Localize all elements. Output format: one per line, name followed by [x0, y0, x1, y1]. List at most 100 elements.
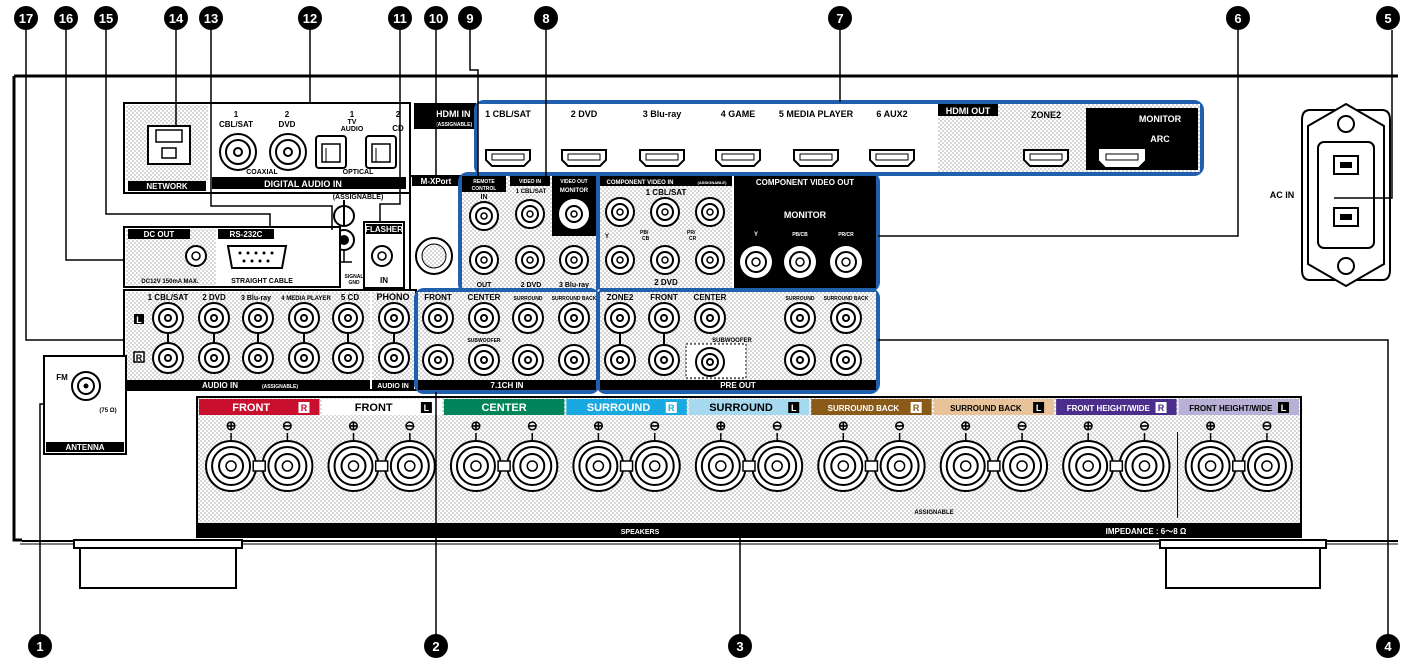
coax1-label: CBL/SAT: [219, 120, 253, 129]
svg-text:4: 4: [1384, 639, 1392, 654]
minus-sign: ⊖: [772, 418, 783, 433]
fm-label: FM: [56, 373, 68, 382]
component-in-1-pr[interactable]: [695, 197, 725, 227]
svg-text:3: 3: [736, 639, 743, 654]
speaker-terminal-3[interactable]: CENTER⊕⊖: [443, 399, 565, 492]
audio-in-1-label: 1 CBL/SAT: [148, 293, 189, 302]
hdmi-in-port-5[interactable]: [793, 149, 839, 167]
speakers-label: SPEAKERS: [621, 529, 660, 536]
video-in-3-jack[interactable]: [559, 245, 589, 275]
speaker-label-bg: [933, 399, 1055, 415]
speaker-label-bg: [1056, 399, 1177, 415]
component-out-y-label: Y: [754, 232, 758, 238]
fm-antenna-jack[interactable]: [71, 371, 101, 401]
component-in-2-label: 2 DVD: [654, 278, 678, 287]
component-in-1-y[interactable]: [605, 197, 635, 227]
component-in-cb-label: CB: [642, 236, 650, 242]
audio-in-r-marker: R: [136, 353, 143, 363]
hdmi-zone2-port[interactable]: [1023, 149, 1069, 167]
callout-1: 1: [28, 634, 52, 658]
video-out-monitor-jack[interactable]: [559, 199, 589, 229]
callout-14: 14: [164, 6, 188, 30]
pre-out-label: PRE OUT: [720, 381, 756, 390]
audio-in-jacks[interactable]: [152, 302, 410, 374]
flasher-label: FLASHER: [365, 225, 403, 234]
speaker-label: SURROUND BACK: [828, 404, 900, 413]
coaxial-jack-2[interactable]: [269, 133, 307, 171]
hdmi-in-port-4[interactable]: [715, 149, 761, 167]
digital-assignable: (ASSIGNABLE): [333, 194, 384, 201]
pre-out-surround-label: SURROUND: [786, 296, 815, 302]
gnd-label: GND: [348, 280, 360, 286]
side-marker: R: [301, 403, 308, 413]
ch71-in-jacks[interactable]: [422, 302, 590, 376]
minus-sign: ⊖: [1139, 418, 1150, 433]
component-in-1-pb[interactable]: [650, 197, 680, 227]
rs232c-cable-label: STRAIGHT CABLE: [231, 278, 293, 285]
component-in-pr-label: PR/: [687, 230, 696, 236]
component-in-cr-label: CR: [689, 236, 697, 242]
remote-out-jack[interactable]: [469, 245, 499, 275]
rs232c-port[interactable]: [226, 245, 288, 269]
remote-in-jack[interactable]: [469, 201, 499, 231]
side-marker-bg: [298, 402, 310, 413]
pre-out-jacks[interactable]: [604, 302, 862, 377]
svg-text:14: 14: [169, 11, 184, 26]
svg-text:12: 12: [303, 11, 317, 26]
component-in-2-y[interactable]: [605, 245, 635, 275]
hdmi-in-3-label: 3 Blu-ray: [643, 109, 682, 119]
remote-control-label: CONTROL: [472, 186, 497, 192]
hdmi-in-4-label: 4 GAME: [721, 109, 756, 119]
side-marker: R: [913, 403, 920, 413]
video-in-1-jack[interactable]: [515, 199, 545, 229]
component-in-2-pr[interactable]: [695, 245, 725, 275]
hdmi-in-port-3[interactable]: [639, 149, 685, 167]
component-in-2-pb[interactable]: [650, 245, 680, 275]
optical-jack-1[interactable]: [315, 135, 347, 169]
ch71-in-panel: 7.1CH IN FRONT CENTER SURROUND SURROUND …: [414, 288, 600, 394]
antenna-label: ANTENNA: [65, 443, 104, 452]
component-in-label: COMPONENT VIDEO IN: [606, 180, 673, 186]
coaxial-jack-1[interactable]: [219, 133, 257, 171]
opt1-num: 1: [350, 110, 355, 119]
hdmi-in-port-2[interactable]: [561, 149, 607, 167]
hdmi-in-port-6[interactable]: [869, 149, 915, 167]
speaker-label: FRONT HEIGHT/WIDE: [1067, 404, 1151, 413]
right-foot: [1159, 539, 1327, 589]
coax2-num: 2: [285, 110, 290, 119]
minus-sign: ⊖: [404, 418, 415, 433]
side-marker-bg: [1278, 402, 1289, 413]
svg-text:13: 13: [204, 11, 218, 26]
component-out-pr[interactable]: [830, 246, 862, 278]
dc-out-spec: DC12V 150mA MAX.: [141, 279, 198, 285]
hdmi-arc-label: ARC: [1150, 134, 1170, 144]
callout-9: 9: [458, 6, 482, 30]
component-out-y[interactable]: [740, 246, 772, 278]
optical-jack-2[interactable]: [365, 135, 397, 169]
speaker-label-bg: [199, 399, 320, 415]
component-out-pb[interactable]: [784, 246, 816, 278]
plus-sign: ⊕: [715, 418, 726, 433]
svg-text:16: 16: [59, 11, 73, 26]
hdmi-in-port-1[interactable]: [485, 149, 531, 167]
hdmi-monitor-label: MONITOR: [1139, 114, 1182, 124]
ch71-subwoofer-label: SUBWOOFER: [467, 338, 500, 344]
audio-in-5-label: 5 CD: [341, 293, 359, 302]
side-marker-bg: [788, 402, 800, 413]
opt2-num: 2: [396, 110, 401, 119]
hdmi-in-5-label: 5 MEDIA PLAYER: [779, 109, 854, 119]
hdmi-in-1-label: 1 CBL/SAT: [485, 109, 531, 119]
hdmi-monitor-port[interactable]: [1099, 149, 1145, 167]
remote-out-label: OUT: [477, 282, 493, 289]
ac-in[interactable]: AC IN: [1270, 102, 1391, 288]
video-in-2-jack[interactable]: [515, 245, 545, 275]
ch71-surround-back-label: SURROUND BACK: [552, 296, 597, 302]
